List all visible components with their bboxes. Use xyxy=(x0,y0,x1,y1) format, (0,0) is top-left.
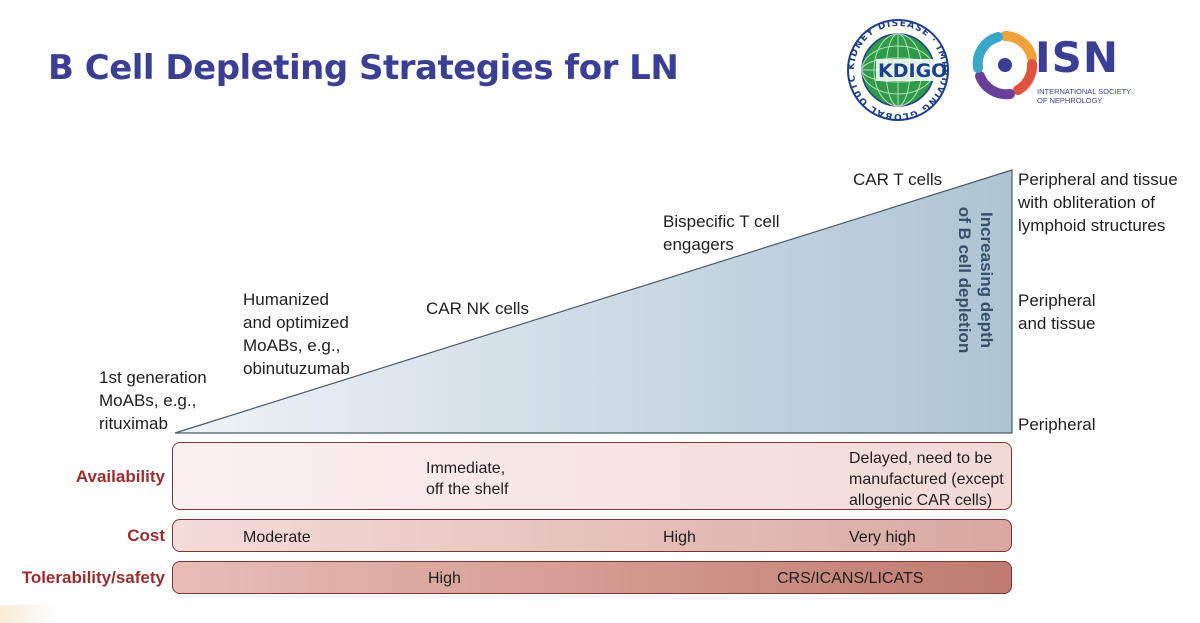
depth-triangle xyxy=(174,169,1013,434)
isn-emblem-icon xyxy=(972,31,1038,100)
availability-immediate: Immediate, off the shelf xyxy=(426,460,509,498)
cost-high: High xyxy=(663,529,696,546)
strategy-label-bispecific: Bispecific T cell engagers xyxy=(663,212,780,254)
cost-bar xyxy=(172,519,1012,552)
availability-delayed: Delayed, need to be manufactured (except… xyxy=(849,450,1004,509)
isn-subtitle: INTERNATIONAL SOCIETY OF NEPHROLOGY xyxy=(1037,87,1132,105)
strategy-label-rituximab: 1st generation MoABs, e.g., rituximab xyxy=(99,368,207,433)
tolerability-high: High xyxy=(428,570,461,587)
page-title: B Cell Depleting Strategies for LN xyxy=(48,48,679,88)
row-label-tolerability: Tolerability/safety xyxy=(21,568,165,587)
tolerability-crs: CRS/ICANS/LICATS xyxy=(777,570,924,587)
kdigo-logo: KIDNEY DISEASE · IMPROVING GLOBAL OUTCOM… xyxy=(833,11,958,127)
tolerability-bar xyxy=(172,561,1012,594)
isn-name: ISN xyxy=(1035,33,1120,82)
kdigo-center-text: KDIGO xyxy=(878,60,947,82)
depth-level-lymphoid: Peripheral and tissue with obliteration … xyxy=(1018,170,1178,235)
cost-moderate: Moderate xyxy=(243,529,311,546)
depth-level-peripheral-tissue: Peripheral and tissue xyxy=(1018,291,1096,333)
row-label-cost: Cost xyxy=(127,526,165,545)
row-label-availability: Availability xyxy=(75,467,165,486)
footer-decoration xyxy=(0,605,60,623)
depth-level-peripheral: Peripheral xyxy=(1018,415,1096,434)
strategy-label-car-nk: CAR NK cells xyxy=(426,299,529,318)
strategy-label-car-t: CAR T cells xyxy=(853,170,943,189)
strategy-label-obinutuzumab: Humanized and optimized MoABs, e.g., obi… xyxy=(243,290,350,378)
cost-very-high: Very high xyxy=(849,529,916,546)
availability-bar xyxy=(172,442,1012,510)
kdigo-globe-icon: KIDNEY DISEASE · IMPROVING GLOBAL OUTCOM… xyxy=(833,11,949,121)
